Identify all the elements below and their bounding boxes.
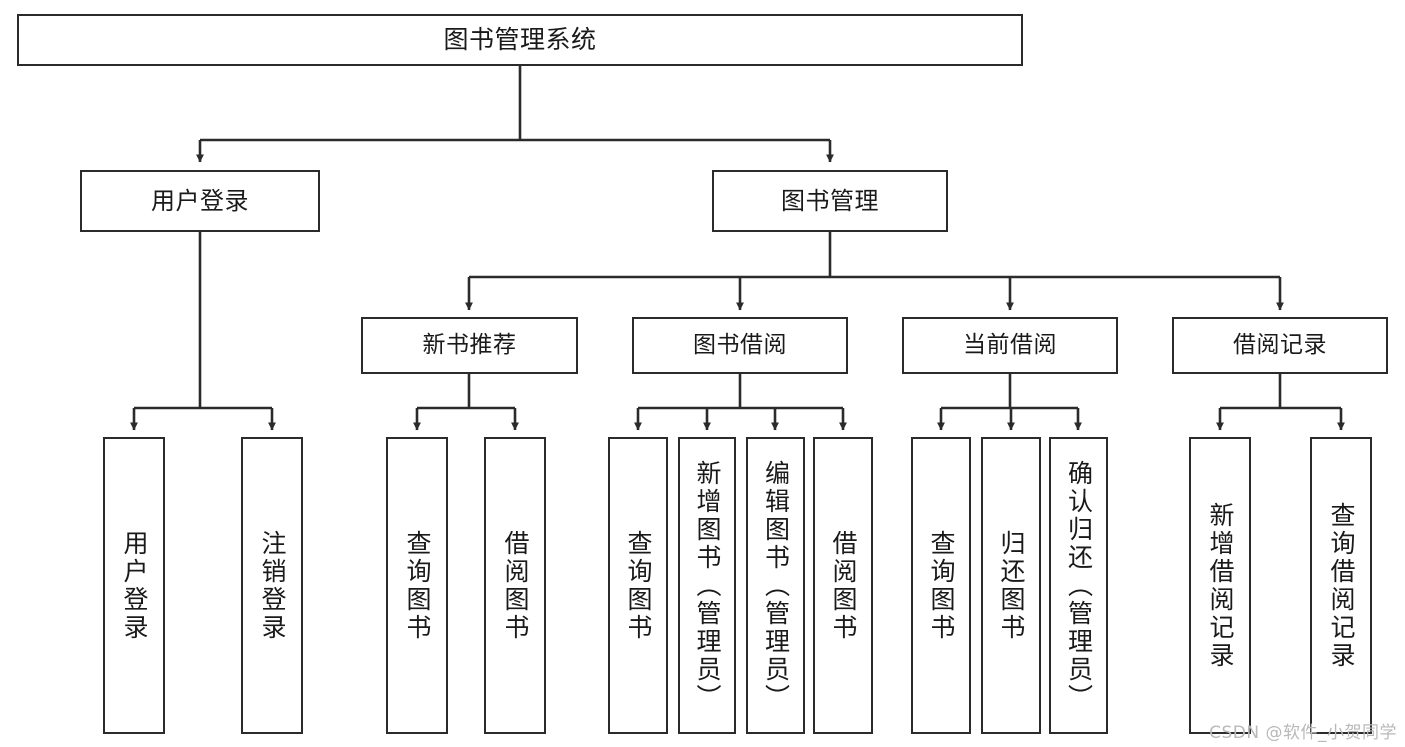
node-leaf-query-book-3-label: 查询图书: [927, 529, 956, 642]
node-leaf-confirm-return-admin[interactable]: 确认归还（管理员）: [1049, 437, 1108, 734]
node-book-manage[interactable]: 图书管理: [712, 170, 948, 232]
node-new-book-recommend[interactable]: 新书推荐: [361, 317, 578, 374]
node-leaf-add-borrow-record-label: 新增借阅记录: [1206, 501, 1235, 670]
node-book-borrow-label: 图书借阅: [693, 331, 787, 358]
node-borrow-record[interactable]: 借阅记录: [1172, 317, 1388, 374]
node-leaf-query-borrow-record-label: 查询借阅记录: [1327, 501, 1356, 670]
node-leaf-borrow-book-2-label: 借阅图书: [829, 529, 858, 642]
node-leaf-user-login-label: 用户登录: [120, 529, 149, 642]
node-current-borrow-label: 当前借阅: [963, 331, 1057, 358]
node-book-borrow[interactable]: 图书借阅: [632, 317, 848, 374]
node-current-borrow[interactable]: 当前借阅: [902, 317, 1118, 374]
node-leaf-add-book-admin-label: 新增图书（管理员）: [693, 459, 722, 712]
node-leaf-add-borrow-record[interactable]: 新增借阅记录: [1189, 437, 1251, 734]
node-leaf-query-book-1-label: 查询图书: [403, 529, 432, 642]
node-borrow-record-label: 借阅记录: [1233, 331, 1327, 358]
node-leaf-query-book-2[interactable]: 查询图书: [608, 437, 668, 734]
node-leaf-confirm-return-admin-label: 确认归还（管理员）: [1064, 459, 1094, 712]
node-user-login-label: 用户登录: [151, 186, 249, 215]
node-leaf-edit-book-admin-label: 编辑图书（管理员）: [761, 459, 791, 712]
node-root-label: 图书管理系统: [443, 25, 597, 55]
node-leaf-query-book-2-label: 查询图书: [624, 529, 653, 642]
node-leaf-borrow-book-1-label: 借阅图书: [501, 529, 530, 642]
node-book-manage-label: 图书管理: [781, 186, 879, 215]
node-leaf-return-book-label: 归还图书: [997, 529, 1026, 642]
node-leaf-query-book-1[interactable]: 查询图书: [386, 437, 448, 734]
node-leaf-borrow-book-2[interactable]: 借阅图书: [813, 437, 873, 734]
node-root[interactable]: 图书管理系统: [17, 14, 1023, 66]
node-user-login[interactable]: 用户登录: [80, 170, 320, 232]
node-leaf-logout-login-label: 注销登录: [258, 529, 287, 642]
node-leaf-user-login[interactable]: 用户登录: [103, 437, 165, 734]
node-leaf-add-book-admin[interactable]: 新增图书（管理员）: [678, 437, 736, 734]
node-leaf-edit-book-admin[interactable]: 编辑图书（管理员）: [746, 437, 805, 734]
watermark: CSDN @软件_小贺同学: [1209, 723, 1397, 743]
node-leaf-query-borrow-record[interactable]: 查询借阅记录: [1310, 437, 1372, 734]
node-leaf-query-book-3[interactable]: 查询图书: [911, 437, 971, 734]
node-leaf-logout-login[interactable]: 注销登录: [241, 437, 303, 734]
node-new-book-recommend-label: 新书推荐: [422, 331, 517, 358]
node-leaf-borrow-book-1[interactable]: 借阅图书: [484, 437, 546, 734]
node-leaf-return-book[interactable]: 归还图书: [981, 437, 1041, 734]
